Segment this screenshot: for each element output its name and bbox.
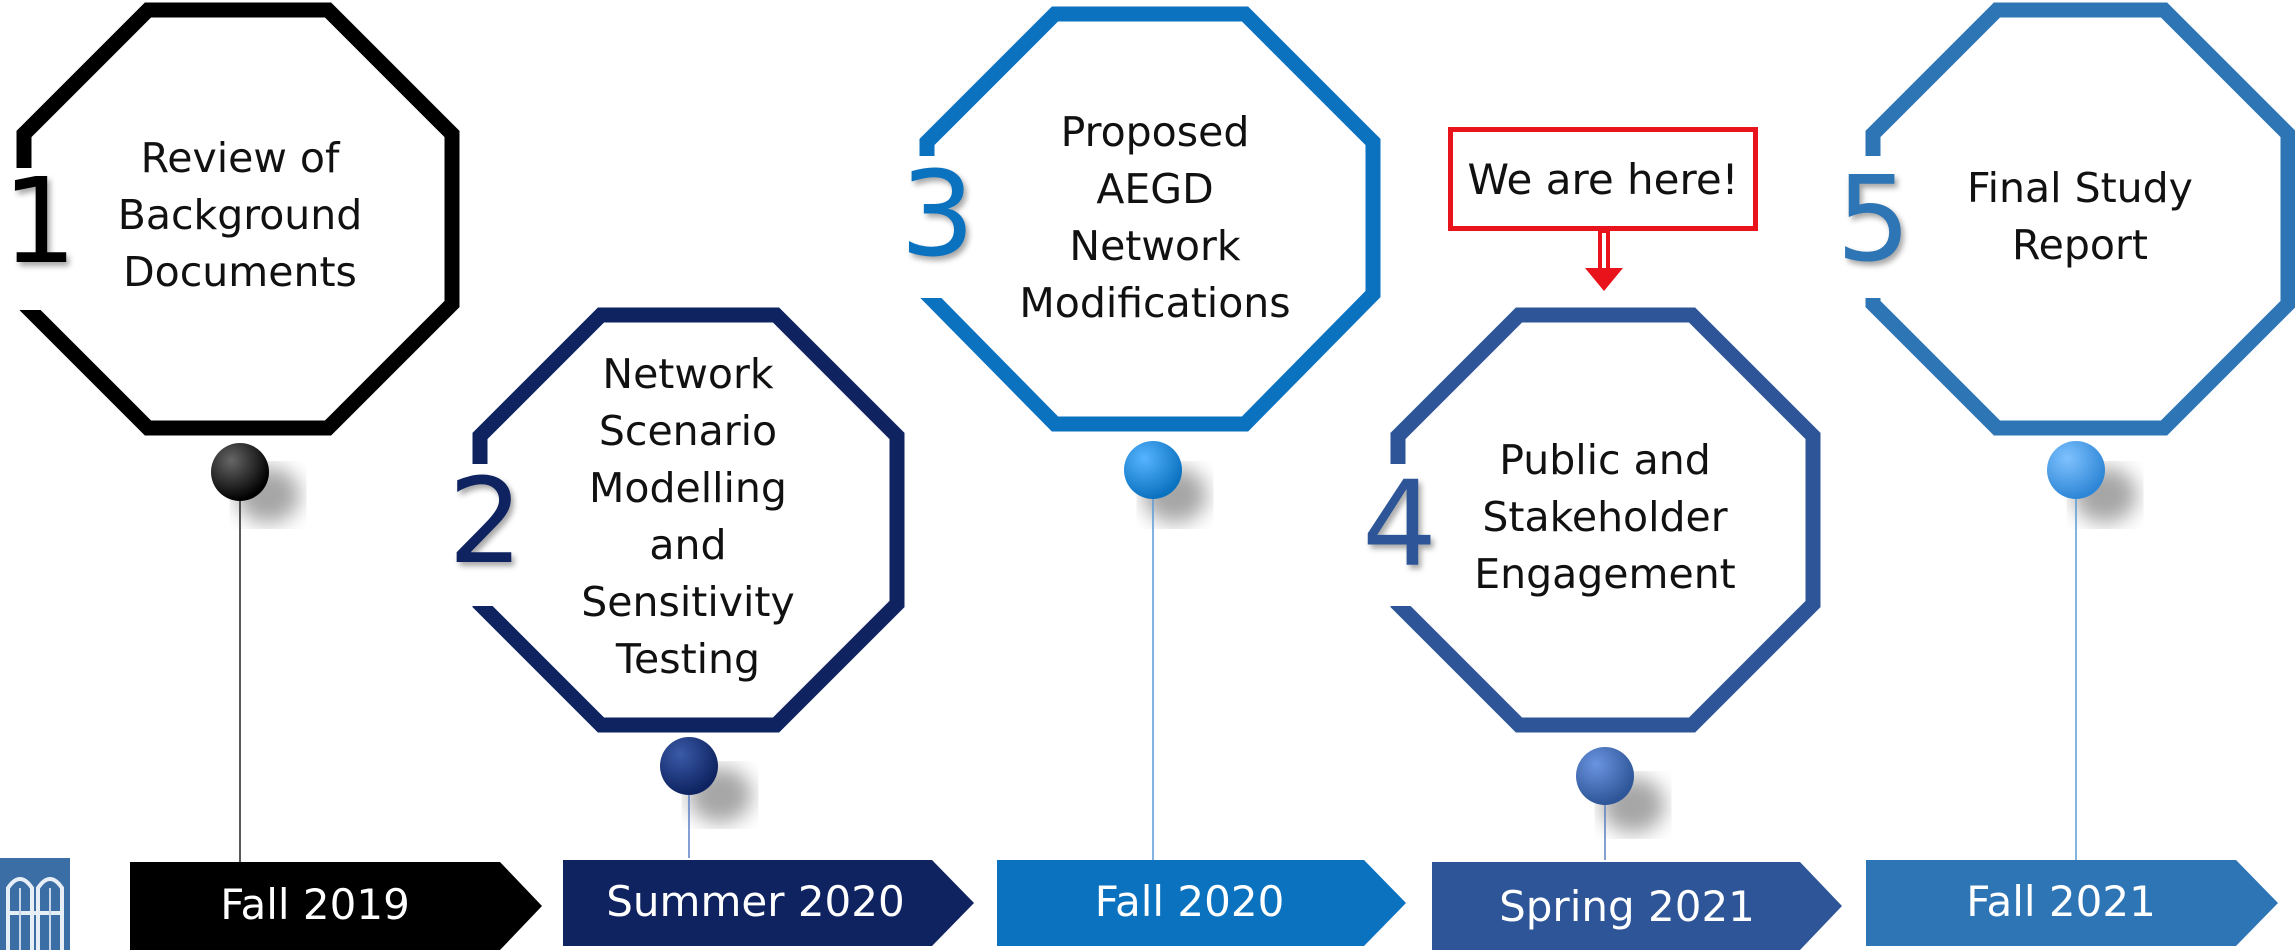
we-are-here-callout: We are here! [1448, 127, 1758, 231]
date-arrow-1 [130, 862, 542, 950]
step-number-4: 4 [1362, 455, 1438, 593]
step-number-3: 3 [900, 145, 976, 283]
callout-arrow-head [1585, 268, 1623, 291]
step-number-1: 1 [2, 152, 78, 290]
step-number-5: 5 [1836, 150, 1912, 288]
step-title-1: Review of Background Documents [117, 134, 363, 296]
date-label-2: Summer 2020 [606, 877, 905, 926]
step-title-3: Proposed AEGD Network Modifications [1019, 108, 1291, 327]
pin-head-1 [211, 443, 269, 501]
step-number-2: 2 [448, 452, 524, 590]
organization-logo-icon [0, 858, 70, 950]
date-arrow-2 [563, 860, 974, 946]
step-title-2: Network Scenario Modelling and Sensitivi… [581, 350, 795, 683]
pin-head-5 [2047, 441, 2105, 499]
pin-head-2 [660, 737, 718, 795]
date-arrow-5 [1866, 860, 2278, 946]
pin-head-3 [1124, 441, 1182, 499]
step-title-4: Public and Stakeholder Engagement [1474, 436, 1736, 598]
step-title-5: Final Study Report [1967, 164, 2193, 269]
date-label-4: Spring 2021 [1499, 882, 1755, 931]
date-label-3: Fall 2020 [1094, 877, 1285, 926]
date-arrow-4 [1432, 862, 1842, 950]
date-arrow-3 [997, 860, 1406, 946]
date-label-5: Fall 2021 [1966, 877, 2156, 926]
date-label-1: Fall 2019 [220, 880, 410, 929]
pin-head-4 [1576, 747, 1634, 805]
